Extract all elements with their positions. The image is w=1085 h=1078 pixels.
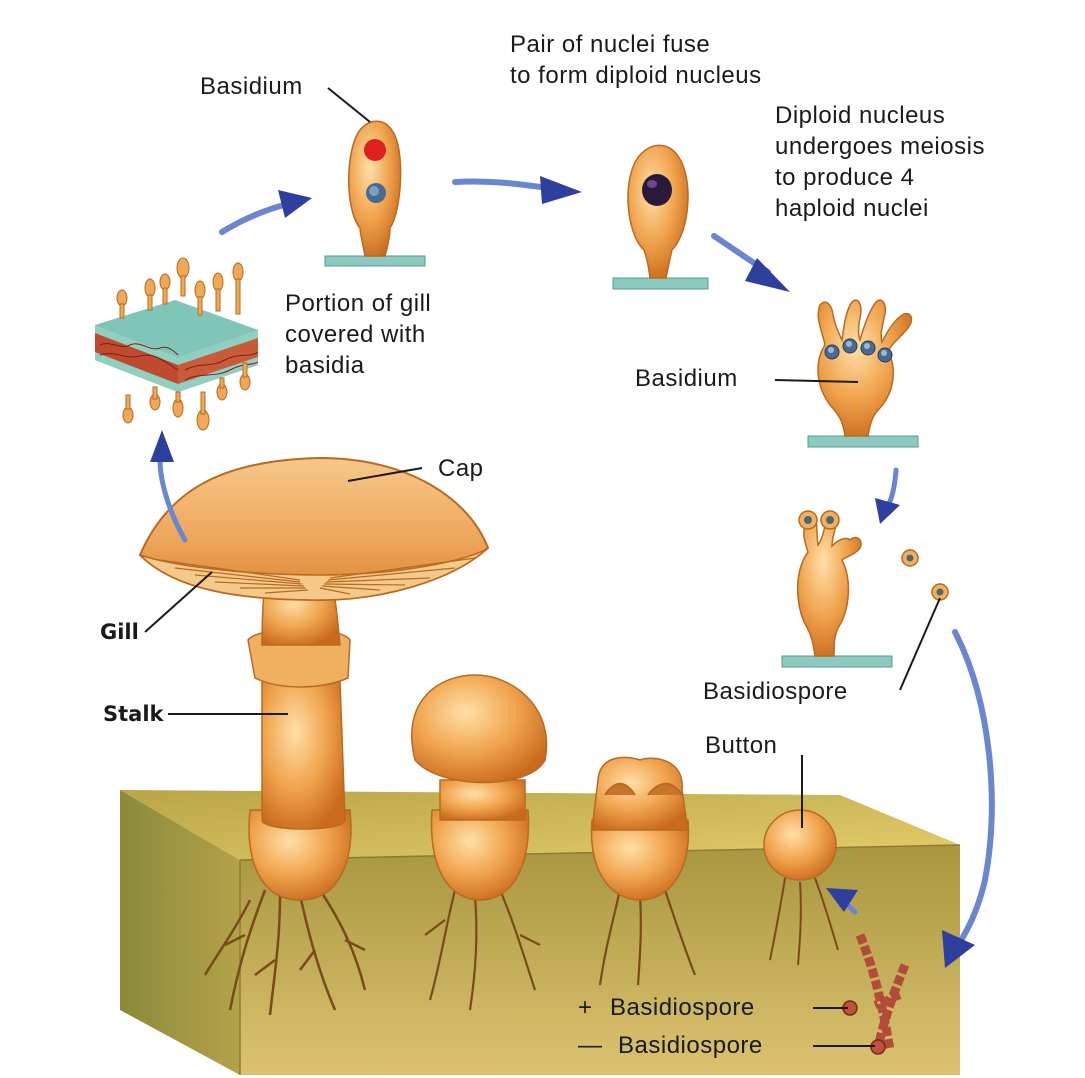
basidium-dikaryotic — [325, 121, 425, 266]
gill-portion-label: Portion of gill covered with basidia — [285, 288, 431, 381]
meiosis-label: Diploid nucleus undergoes meiosis to pro… — [775, 100, 985, 224]
nuclei-fuse-label: Pair of nuclei fuse to form diploid nucl… — [510, 29, 762, 91]
basidium-releasing-spores — [782, 511, 948, 667]
gill-label: Gill — [100, 620, 139, 644]
basidium-four-nuclei — [808, 300, 918, 447]
basidium-diploid — [613, 145, 708, 289]
button-label: Button — [705, 730, 777, 761]
gill-portion — [95, 258, 258, 430]
basidium-label-right: Basidium — [635, 363, 738, 394]
basidiospore-label: Basidiospore — [703, 676, 848, 707]
minus-sign: — — [578, 1030, 603, 1061]
stalk-label: Stalk — [103, 702, 164, 726]
basidium-label-top: Basidium — [200, 71, 303, 102]
plus-basidiospore-label: Basidiospore — [610, 992, 755, 1023]
plus-sign: + — [578, 992, 593, 1023]
minus-basidiospore-label: Basidiospore — [618, 1030, 763, 1061]
cap-label: Cap — [438, 453, 484, 484]
